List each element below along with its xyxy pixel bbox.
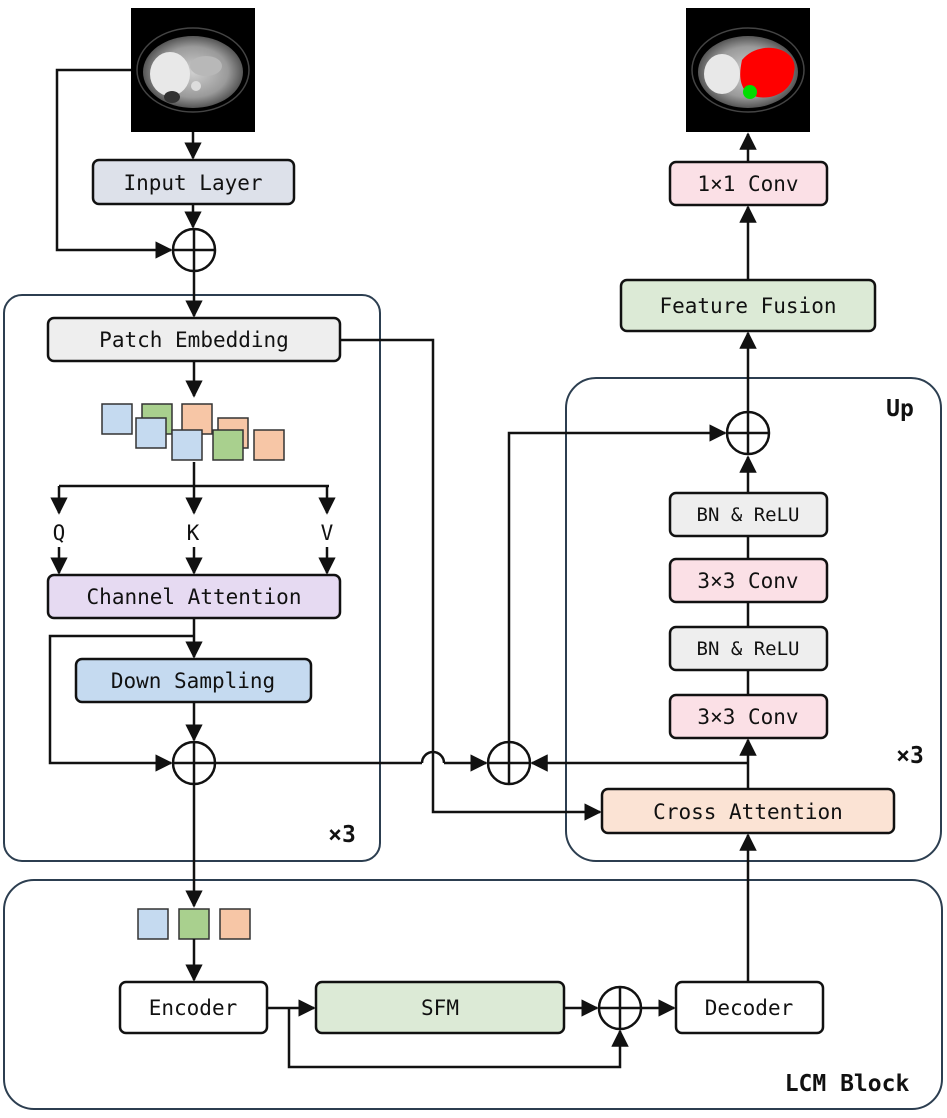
down-sampling-label: Down Sampling	[111, 669, 275, 693]
adder-node-up	[725, 410, 771, 456]
conv3x3-label-1: 3×3 Conv	[697, 569, 798, 593]
encoder-repeat-label: ×3	[328, 822, 356, 848]
adder-node-input	[171, 227, 217, 273]
channel-attention-label: Channel Attention	[87, 585, 302, 609]
bn-relu-label-1: BN & ReLU	[697, 504, 800, 526]
connections	[48, 68, 757, 1069]
value-label: V	[321, 521, 334, 545]
sfm-label: SFM	[421, 996, 459, 1020]
adder-node-skip	[486, 740, 532, 786]
conv1x1-label: 1×1 Conv	[697, 172, 798, 196]
decoder-repeat-label: ×3	[896, 743, 924, 769]
input-layer-label: Input Layer	[123, 171, 262, 195]
patch-tokens	[101, 403, 285, 461]
lcm-decoder-box	[674, 980, 825, 1035]
lcm-encoder-label: Encoder	[149, 996, 238, 1020]
feature-fusion-label: Feature Fusion	[659, 294, 836, 318]
conv3x3-label-2: 3×3 Conv	[697, 705, 798, 729]
adder-node-lcm	[597, 985, 643, 1031]
up-stage-group	[565, 377, 942, 862]
up-title: Up	[886, 396, 914, 422]
cross-attention-label: Cross Attention	[653, 800, 843, 824]
input-ct-image	[131, 8, 255, 132]
lcm-decoder-label: Decoder	[705, 996, 794, 1020]
encoder-stage-group	[3, 294, 381, 862]
lcm-tokens	[137, 908, 251, 940]
query-label: Q	[53, 521, 66, 545]
patch-embedding-label: Patch Embedding	[99, 328, 289, 352]
adder-node-encoder	[171, 740, 217, 786]
key-label: K	[187, 521, 200, 545]
lcm-block-group	[3, 879, 943, 1110]
lcm-block-title: LCM Block	[785, 1071, 910, 1097]
bn-relu-label-2: BN & ReLU	[697, 638, 800, 660]
output-segmentation-image	[686, 8, 810, 132]
